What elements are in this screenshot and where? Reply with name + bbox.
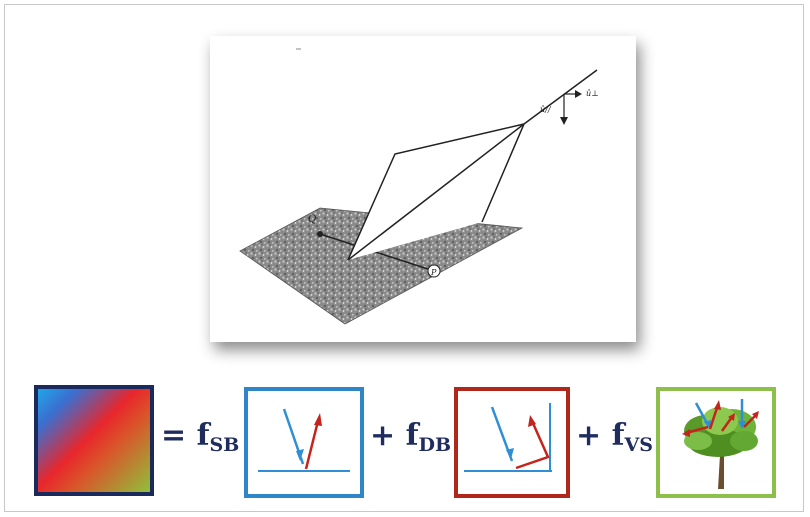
u-perp-arrow <box>575 90 582 98</box>
term-surface-bounce-label: = fSB <box>161 418 240 456</box>
ground-surface <box>239 207 524 325</box>
ground-line-qp <box>319 233 438 273</box>
surface-bounce-box <box>244 387 364 498</box>
point-p <box>427 264 441 278</box>
double-bounce-icon <box>464 403 552 472</box>
surface-bounce-icon <box>258 408 350 472</box>
term-volume-scatter-label: + fVS <box>576 418 653 456</box>
u-par-arrow <box>560 117 568 125</box>
label-u-par: û// <box>540 105 552 114</box>
double-bounce-box <box>454 387 570 498</box>
volume-scatter-box <box>656 387 776 498</box>
ray-extension <box>523 69 598 125</box>
term-double-bounce-label: + fDB <box>370 418 452 456</box>
total-backscatter-gradient-box <box>34 385 154 496</box>
label-q: Q <box>308 214 316 225</box>
label-u-perp: û⊥ <box>586 89 599 98</box>
ray-diagonal <box>347 123 525 261</box>
scattering-geometry-diagram: Q P û⊥ û// <box>239 48 599 325</box>
scattering-geometry-figure: Q P û⊥ û// <box>210 36 636 342</box>
tree-volume-icon <box>682 399 759 489</box>
label-p: P <box>430 268 437 277</box>
point-q <box>317 231 323 237</box>
